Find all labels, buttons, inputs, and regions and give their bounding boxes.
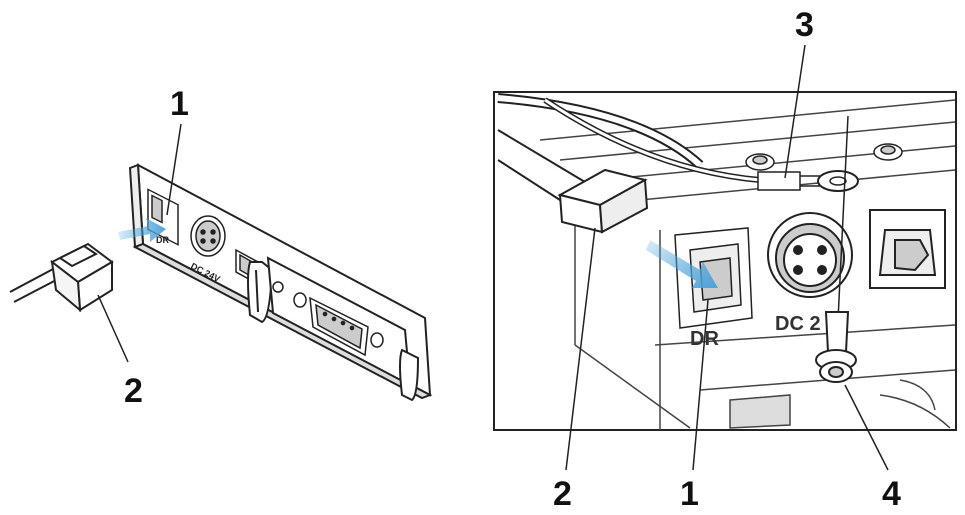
- right-illustration: DR DC 2: [493, 6, 957, 513]
- ground-wire-right: [543, 97, 859, 192]
- dr-jack-right: [674, 227, 753, 329]
- leader-4-right: [844, 384, 889, 471]
- callout-1-left: 1: [170, 85, 189, 123]
- modular-plug-left: [9, 242, 114, 313]
- ferrite-core-right: [557, 168, 649, 234]
- leader-3-right: [784, 44, 806, 179]
- ground-screw-right: [815, 311, 857, 383]
- dc-port-left: [190, 215, 226, 257]
- serial-port-left: [293, 292, 384, 357]
- callout-2-left: 2: [124, 372, 143, 410]
- leader-2-right: [565, 227, 596, 471]
- screw-left: [272, 281, 284, 293]
- callout-3-right: 3: [795, 6, 814, 44]
- right-hook-left: [399, 348, 420, 402]
- cable-right: [497, 93, 704, 201]
- square-port-right: [869, 209, 946, 289]
- leader-1-left: [166, 123, 182, 216]
- leader-1-right: [692, 299, 709, 471]
- dr-label-left: DR: [156, 235, 169, 245]
- dc-port-right: [767, 212, 853, 298]
- insert-arrow-right: [646, 240, 718, 288]
- top-screws: [745, 143, 903, 171]
- callout-1-right: 1: [680, 475, 699, 513]
- insert-arrow-left: [118, 218, 166, 242]
- leader-2-left: [97, 294, 129, 363]
- screw-guide-line: [837, 115, 849, 321]
- callout-4-right: 4: [882, 475, 901, 513]
- callout-2-right: 2: [553, 475, 572, 513]
- left-illustration: DR DC 24V 1 2: [9, 85, 433, 410]
- dc-label-right: DC 2: [775, 313, 821, 335]
